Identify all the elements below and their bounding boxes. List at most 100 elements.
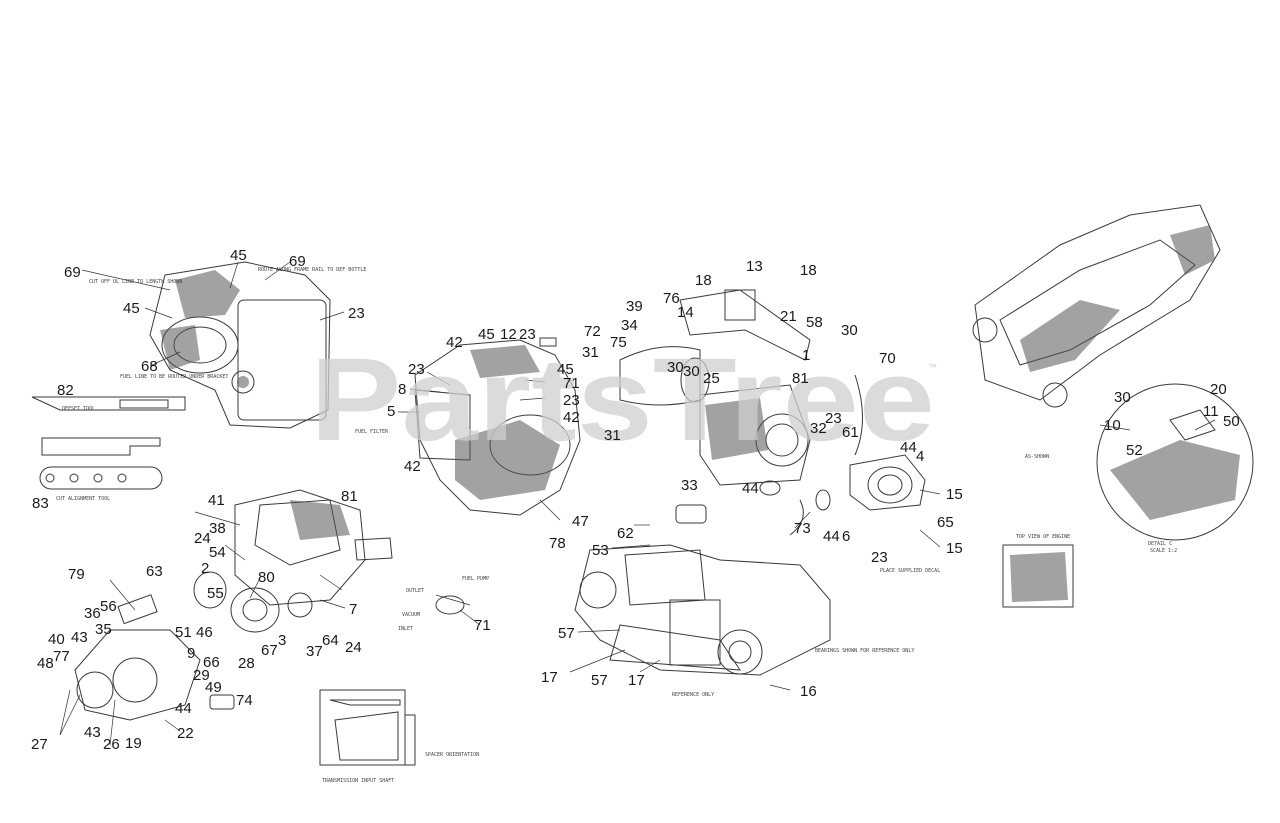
callout-number: 41 bbox=[208, 492, 225, 509]
callout-number: 23 bbox=[825, 410, 842, 427]
callout-number: 55 bbox=[207, 585, 224, 602]
cvt-transmission-drawing bbox=[193, 489, 393, 633]
callout-number: 66 bbox=[203, 654, 220, 671]
cvt-cover-drawing bbox=[74, 594, 235, 721]
center-engine-drawing bbox=[414, 337, 581, 516]
callout-number: 39 bbox=[626, 298, 643, 315]
callout-number: 25 bbox=[703, 370, 720, 387]
callout-number: 42 bbox=[446, 334, 463, 351]
callout-number: 45 bbox=[557, 361, 574, 378]
transmission-section-drawing bbox=[319, 689, 416, 766]
callout-number: 31 bbox=[604, 427, 621, 444]
note: TOP VIEW OF ENGINE bbox=[1016, 534, 1070, 540]
frame-and-cvt-drawing bbox=[574, 504, 831, 676]
callout-number: 67 bbox=[261, 642, 278, 659]
callout-number: 24 bbox=[345, 639, 362, 656]
callout-number: 80 bbox=[258, 569, 275, 586]
callout-number: 49 bbox=[205, 679, 222, 696]
callout-number: 5 bbox=[387, 403, 395, 420]
callout-number: 16 bbox=[800, 683, 817, 700]
note: BEARINGS SHOWN FOR REFERENCE ONLY bbox=[815, 648, 914, 654]
callout-number: 17 bbox=[541, 669, 558, 686]
note: SCALE 1:2 bbox=[1150, 548, 1177, 554]
air-intake-drawing bbox=[759, 374, 926, 536]
note: DETAIL C bbox=[1148, 541, 1172, 547]
callout-number: 69 bbox=[64, 264, 81, 281]
callout-number: 30 bbox=[841, 322, 858, 339]
callout-number: 30 bbox=[1114, 389, 1131, 406]
callout-number: 73 bbox=[794, 520, 811, 537]
callout-number: 71 bbox=[563, 375, 580, 392]
callout-number: 15 bbox=[946, 486, 963, 503]
callout-number: 23 bbox=[348, 305, 365, 322]
callout-number: 23 bbox=[519, 326, 536, 343]
callout-number: 23 bbox=[408, 361, 425, 378]
callout-number: 30 bbox=[667, 359, 684, 376]
callout-number: 70 bbox=[879, 350, 896, 367]
note: PLACE SUPPLIED DECAL bbox=[880, 568, 940, 574]
engine-assembly-drawing bbox=[149, 261, 331, 429]
callout-number: 78 bbox=[549, 535, 566, 552]
callout-number: 77 bbox=[53, 648, 70, 665]
callout-number: 10 bbox=[1104, 417, 1121, 434]
callout-number: 82 bbox=[57, 382, 74, 399]
callout-number: 6 bbox=[842, 528, 850, 545]
callout-number: 52 bbox=[1126, 442, 1143, 459]
top-view-engine-drawing bbox=[1002, 544, 1074, 608]
note: OUTLET bbox=[406, 588, 424, 594]
note: VACUUM bbox=[402, 612, 420, 618]
callout-number: 44 bbox=[175, 700, 192, 717]
callout-number: 13 bbox=[746, 258, 763, 275]
callout-number: 74 bbox=[236, 692, 253, 709]
callout-number: 4 bbox=[916, 448, 924, 465]
callout-number: 17 bbox=[628, 672, 645, 689]
callout-number: 79 bbox=[68, 566, 85, 583]
callout-number: 15 bbox=[946, 540, 963, 557]
callout-number: 38 bbox=[209, 520, 226, 537]
note: TRANSMISSION INPUT SHAFT bbox=[322, 778, 394, 784]
callout-number: 22 bbox=[177, 725, 194, 742]
note: AS-SHOWN bbox=[1025, 454, 1049, 460]
note: INLET bbox=[398, 626, 413, 632]
callout-number: 29 bbox=[193, 667, 210, 684]
callout-number: 7 bbox=[349, 601, 357, 618]
callout-number: 34 bbox=[621, 317, 638, 334]
vehicle-frame-drawing bbox=[972, 204, 1221, 408]
callout-number: 35 bbox=[95, 621, 112, 638]
callout-number: 71 bbox=[474, 617, 491, 634]
callout-number: 8 bbox=[398, 381, 406, 398]
callout-number: 30 bbox=[683, 363, 700, 380]
callout-number: 33 bbox=[681, 477, 698, 494]
callout-number: 26 bbox=[103, 736, 120, 753]
callout-number: 64 bbox=[322, 632, 339, 649]
callout-number: 62 bbox=[617, 525, 634, 542]
detail-c-drawing bbox=[1096, 383, 1254, 541]
note: CUT ALIGNMENT TOOL bbox=[56, 496, 110, 502]
callout-number: 58 bbox=[806, 314, 823, 331]
callout-number: 44 bbox=[900, 439, 917, 456]
callout-number: 27 bbox=[31, 736, 48, 753]
callout-number: 56 bbox=[100, 598, 117, 615]
callout-numbers: 69 45 69 45 23 68 82 83 45 12 23 72 42 2… bbox=[31, 247, 1240, 753]
callout-number: 40 bbox=[48, 631, 65, 648]
callout-number: 18 bbox=[695, 272, 712, 289]
callout-number: 83 bbox=[32, 495, 49, 512]
callout-number: 44 bbox=[823, 528, 840, 545]
note: OFFSET TOOL bbox=[62, 406, 95, 412]
callout-number: 76 bbox=[663, 290, 680, 307]
fuel-pump-drawing bbox=[435, 594, 471, 615]
note: CUT OFF UL LINE TO LENGTH SHOWN bbox=[89, 279, 182, 285]
callout-number: 72 bbox=[584, 323, 601, 340]
callout-number: 54 bbox=[209, 544, 226, 561]
callout-number: 42 bbox=[563, 409, 580, 426]
callout-number: 12 bbox=[500, 326, 517, 343]
callout-number: 68 bbox=[141, 358, 158, 375]
callout-number: 21 bbox=[780, 308, 797, 325]
note: FUEL FILTER bbox=[355, 429, 389, 435]
callout-number: 48 bbox=[37, 655, 54, 672]
callout-number: 81 bbox=[341, 488, 358, 505]
callout-number: 47 bbox=[572, 513, 589, 530]
callout-number: 43 bbox=[71, 629, 88, 646]
